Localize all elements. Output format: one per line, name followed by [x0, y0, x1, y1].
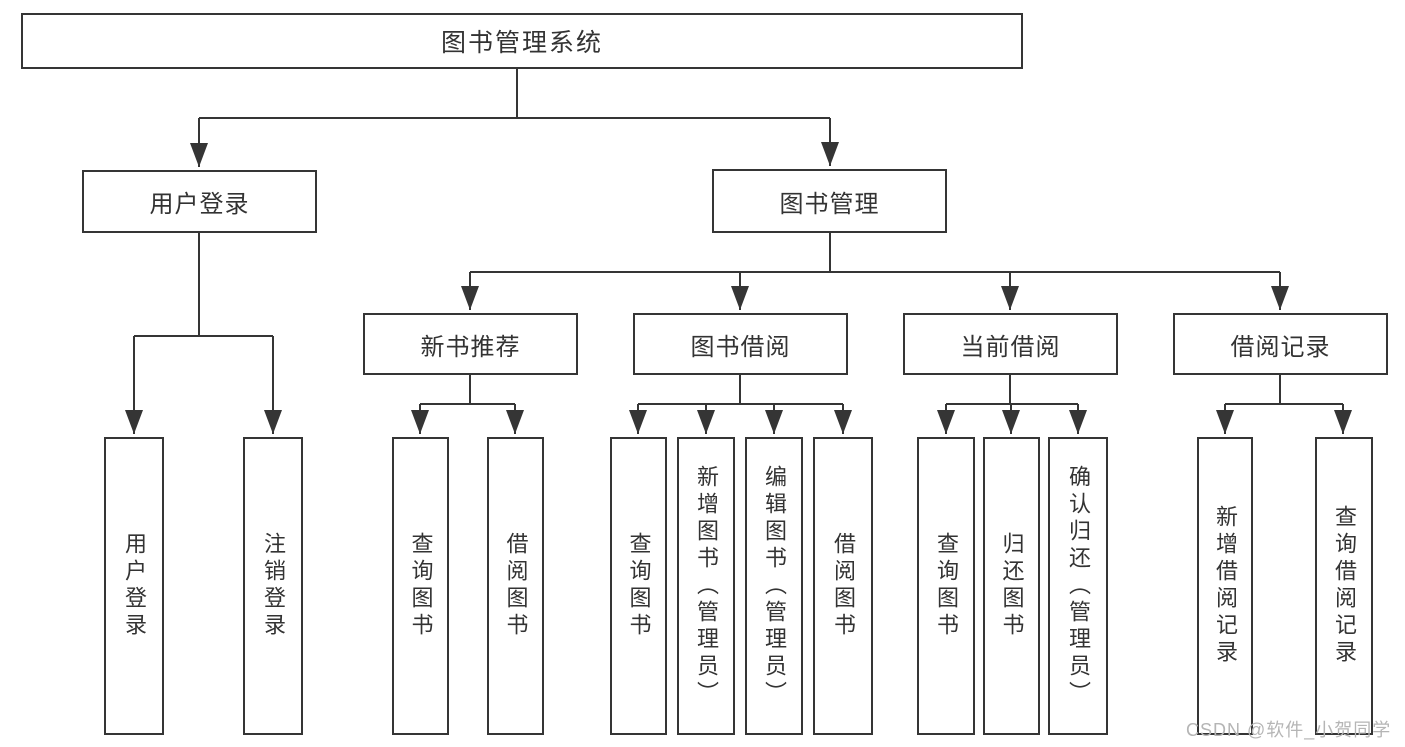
csdn-watermark: CSDN @软件_小贺同学 — [1186, 720, 1392, 740]
leaf-query-books-borrowing-label: 查询图书 — [626, 532, 652, 640]
leaf-return-books-label: 归还图书 — [999, 532, 1025, 640]
leaf-user-login-label: 用户登录 — [122, 532, 147, 640]
leaf-query-books-current-label: 查询图书 — [934, 532, 959, 640]
leaf-add-borrow-record-label: 新增借阅记录 — [1213, 505, 1238, 667]
node-book-management: 图书管理 — [712, 169, 947, 233]
node-current-borrowing: 当前借阅 — [903, 313, 1118, 375]
node-new-book-recommendation: 新书推荐 — [363, 313, 578, 375]
leaf-add-books-admin-label: 新增图书（管理员） — [694, 464, 719, 708]
connector-current-borrowing-to-leaves — [937, 375, 1087, 434]
leaf-borrow-books-borrowing: 借阅图书 — [813, 437, 873, 735]
leaf-query-books-recommend-label: 查询图书 — [408, 532, 434, 640]
leaf-borrow-books-recommend: 借阅图书 — [487, 437, 544, 735]
leaf-borrow-books-recommend-label: 借阅图书 — [503, 532, 529, 640]
leaf-add-borrow-record: 新增借阅记录 — [1197, 437, 1253, 735]
connector-root-to-branches — [190, 69, 839, 167]
leaf-borrow-books-borrowing-label: 借阅图书 — [831, 532, 856, 640]
node-book-borrowing: 图书借阅 — [633, 313, 848, 375]
node-user-login: 用户登录 — [82, 170, 317, 233]
connector-user-login-to-leaves — [125, 233, 282, 434]
leaf-logout: 注销登录 — [243, 437, 303, 735]
leaf-return-books: 归还图书 — [983, 437, 1040, 735]
leaf-logout-label: 注销登录 — [261, 532, 286, 640]
leaf-confirm-return-admin: 确认归还（管理员） — [1048, 437, 1108, 735]
leaf-confirm-return-admin-label: 确认归还（管理员） — [1066, 464, 1091, 708]
leaf-query-borrow-record-label: 查询借阅记录 — [1332, 505, 1357, 667]
node-borrowing-records: 借阅记录 — [1173, 313, 1388, 375]
leaf-query-books-current: 查询图书 — [917, 437, 975, 735]
leaf-add-books-admin: 新增图书（管理员） — [677, 437, 735, 735]
connector-borrowing-records-to-leaves — [1216, 375, 1352, 434]
leaf-query-books-borrowing: 查询图书 — [610, 437, 667, 735]
connector-new-book-to-leaves — [411, 375, 524, 434]
connector-book-borrowing-to-leaves — [629, 375, 852, 434]
leaf-query-borrow-record: 查询借阅记录 — [1315, 437, 1373, 735]
leaf-query-books-recommend: 查询图书 — [392, 437, 449, 735]
leaf-edit-books-admin: 编辑图书（管理员） — [745, 437, 803, 735]
leaf-edit-books-admin-label: 编辑图书（管理员） — [762, 464, 787, 708]
node-library-management-system: 图书管理系统 — [21, 13, 1023, 69]
connector-book-management-to-modules — [461, 233, 1289, 310]
leaf-user-login: 用户登录 — [104, 437, 164, 735]
